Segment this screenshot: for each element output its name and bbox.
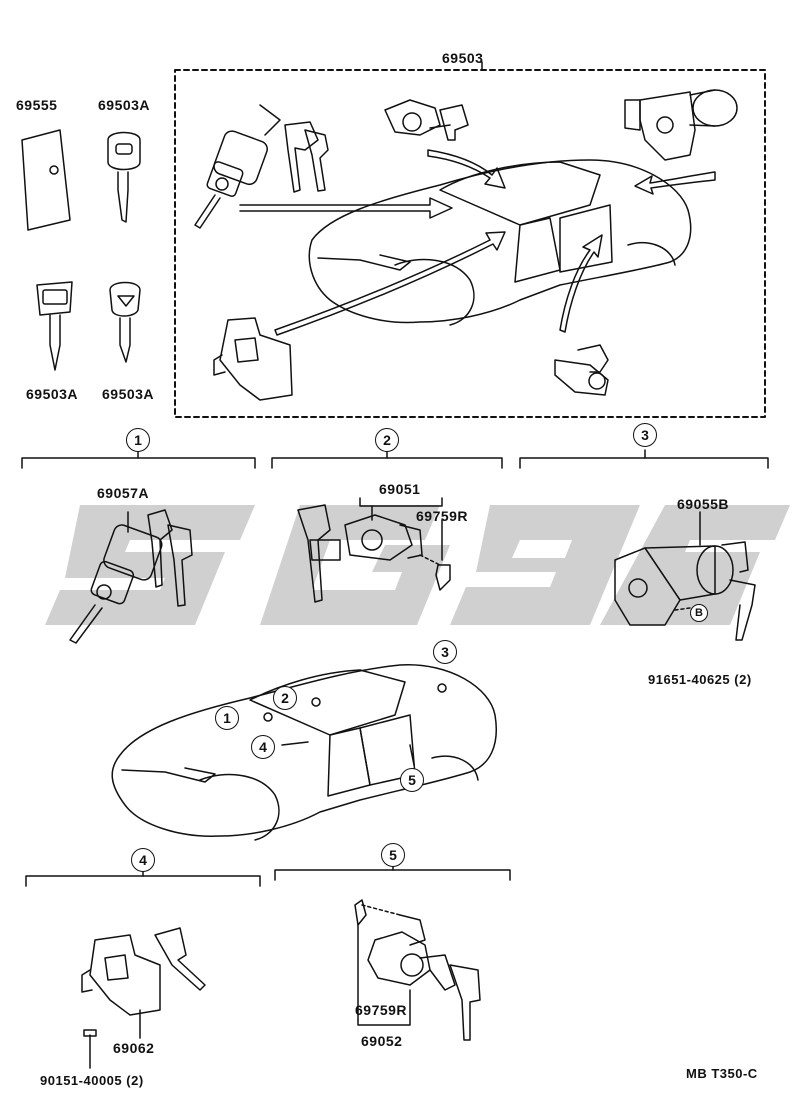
callout-4: 4 — [131, 848, 155, 872]
arrow-to-glove — [274, 231, 506, 336]
label-91651-40625: 91651-40625 (2) — [648, 672, 752, 687]
door-lock-lower-top — [554, 344, 609, 396]
door-cylinder-69052 — [354, 899, 481, 1041]
footer-code: MB T350-C — [686, 1066, 758, 1081]
label-69759r-r: 69759R — [355, 1002, 408, 1018]
label-69057a: 69057A — [97, 485, 150, 501]
callout-bolt-b: B — [690, 604, 708, 622]
key-blank-top — [107, 131, 141, 223]
key-blank-br — [109, 281, 141, 363]
bracket-group-5 — [274, 869, 511, 881]
callout-1: 1 — [126, 428, 150, 452]
car-callout-1: 1 — [215, 706, 239, 730]
car-top — [308, 159, 692, 326]
label-90151-40005: 90151-40005 (2) — [40, 1073, 144, 1088]
trunk-cylinder-69055b — [614, 511, 756, 641]
label-69503a-bl: 69503A — [26, 386, 79, 402]
arrow-to-door — [559, 234, 603, 333]
clip-69759r — [419, 519, 451, 591]
label-69555: 69555 — [16, 97, 58, 113]
arrow-to-door-lock — [427, 149, 506, 189]
callout-5: 5 — [381, 843, 405, 867]
glove-lock-69062 — [81, 927, 206, 1069]
trunk-lock-top — [624, 89, 738, 161]
label-69052: 69052 — [361, 1033, 403, 1049]
door-lock-top — [384, 99, 469, 141]
bracket-group-2 — [271, 457, 503, 469]
car-callout-4: 4 — [251, 735, 275, 759]
car-callout-2: 2 — [273, 686, 297, 710]
label-69055b: 69055B — [677, 496, 730, 512]
label-69759r: 69759R — [416, 508, 469, 524]
label-69503a-top: 69503A — [98, 97, 151, 113]
ignition-assembly-top — [194, 104, 329, 229]
plate-69555 — [21, 129, 71, 231]
key-blank-bl — [36, 281, 73, 371]
bracket-group-3 — [519, 457, 769, 469]
bracket-group-1 — [21, 457, 256, 469]
label-69062: 69062 — [113, 1040, 155, 1056]
callout-3: 3 — [633, 423, 657, 447]
door-cylinder-69051 — [297, 497, 443, 603]
arrow-to-trunk — [634, 171, 716, 195]
arrow-to-ignition — [239, 197, 453, 219]
car-middle — [111, 664, 497, 841]
ignition-cylinder-69057a — [69, 509, 193, 644]
glove-lock-top — [213, 317, 293, 401]
car-callout-3: 3 — [433, 640, 457, 664]
callout-2: 2 — [375, 428, 399, 452]
car-callout-5: 5 — [400, 768, 424, 792]
label-69503: 69503 — [442, 50, 484, 66]
assembly-dashed-box — [174, 69, 766, 418]
label-69051: 69051 — [379, 481, 421, 497]
bracket-group-4 — [25, 875, 261, 887]
label-69503a-br: 69503A — [102, 386, 155, 402]
